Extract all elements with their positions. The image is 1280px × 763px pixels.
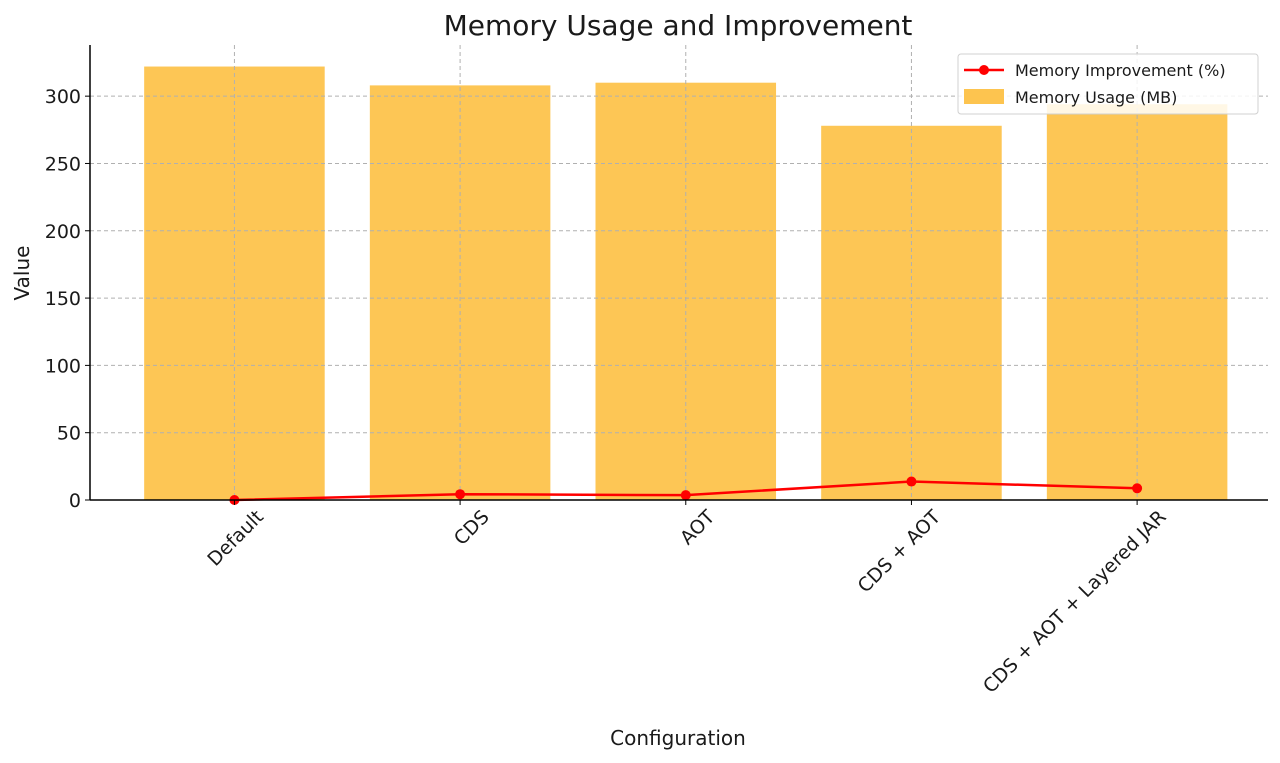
y-tick-label: 300 (45, 86, 81, 108)
line-layer (229, 476, 1143, 505)
x-axis-label: Configuration (610, 726, 746, 750)
x-tick-label: CDS (450, 506, 494, 550)
y-tick-label: 0 (69, 490, 81, 512)
x-tick-label: Default (203, 506, 268, 571)
x-tick-label: CDS + AOT + Layered JAR (979, 506, 1171, 698)
x-tick-label: AOT (676, 506, 720, 550)
point-memory-improvement (1132, 483, 1143, 494)
y-tick-label: 50 (57, 423, 81, 445)
y-tick-label: 150 (45, 288, 81, 310)
y-tick-label: 100 (45, 355, 81, 377)
bar-memory-usage (1046, 104, 1228, 500)
legend-bar-swatch (964, 89, 1004, 104)
chart-title: Memory Usage and Improvement (444, 9, 913, 42)
legend-label-improvement: Memory Improvement (%) (1015, 61, 1226, 80)
y-axis-label: Value (10, 246, 34, 301)
point-memory-improvement (906, 476, 917, 487)
legend: Memory Improvement (%) Memory Usage (MB) (957, 53, 1259, 115)
x-tick-label: CDS + AOT (854, 506, 946, 598)
grid-layer (90, 45, 1268, 500)
point-memory-improvement (455, 489, 466, 500)
legend-label-usage: Memory Usage (MB) (1015, 88, 1177, 107)
legend-marker-swatch (979, 65, 989, 75)
y-tick-label: 200 (45, 221, 81, 243)
y-tick-label: 250 (45, 153, 81, 175)
legend-frame (957, 53, 1259, 115)
point-memory-improvement (680, 490, 691, 501)
